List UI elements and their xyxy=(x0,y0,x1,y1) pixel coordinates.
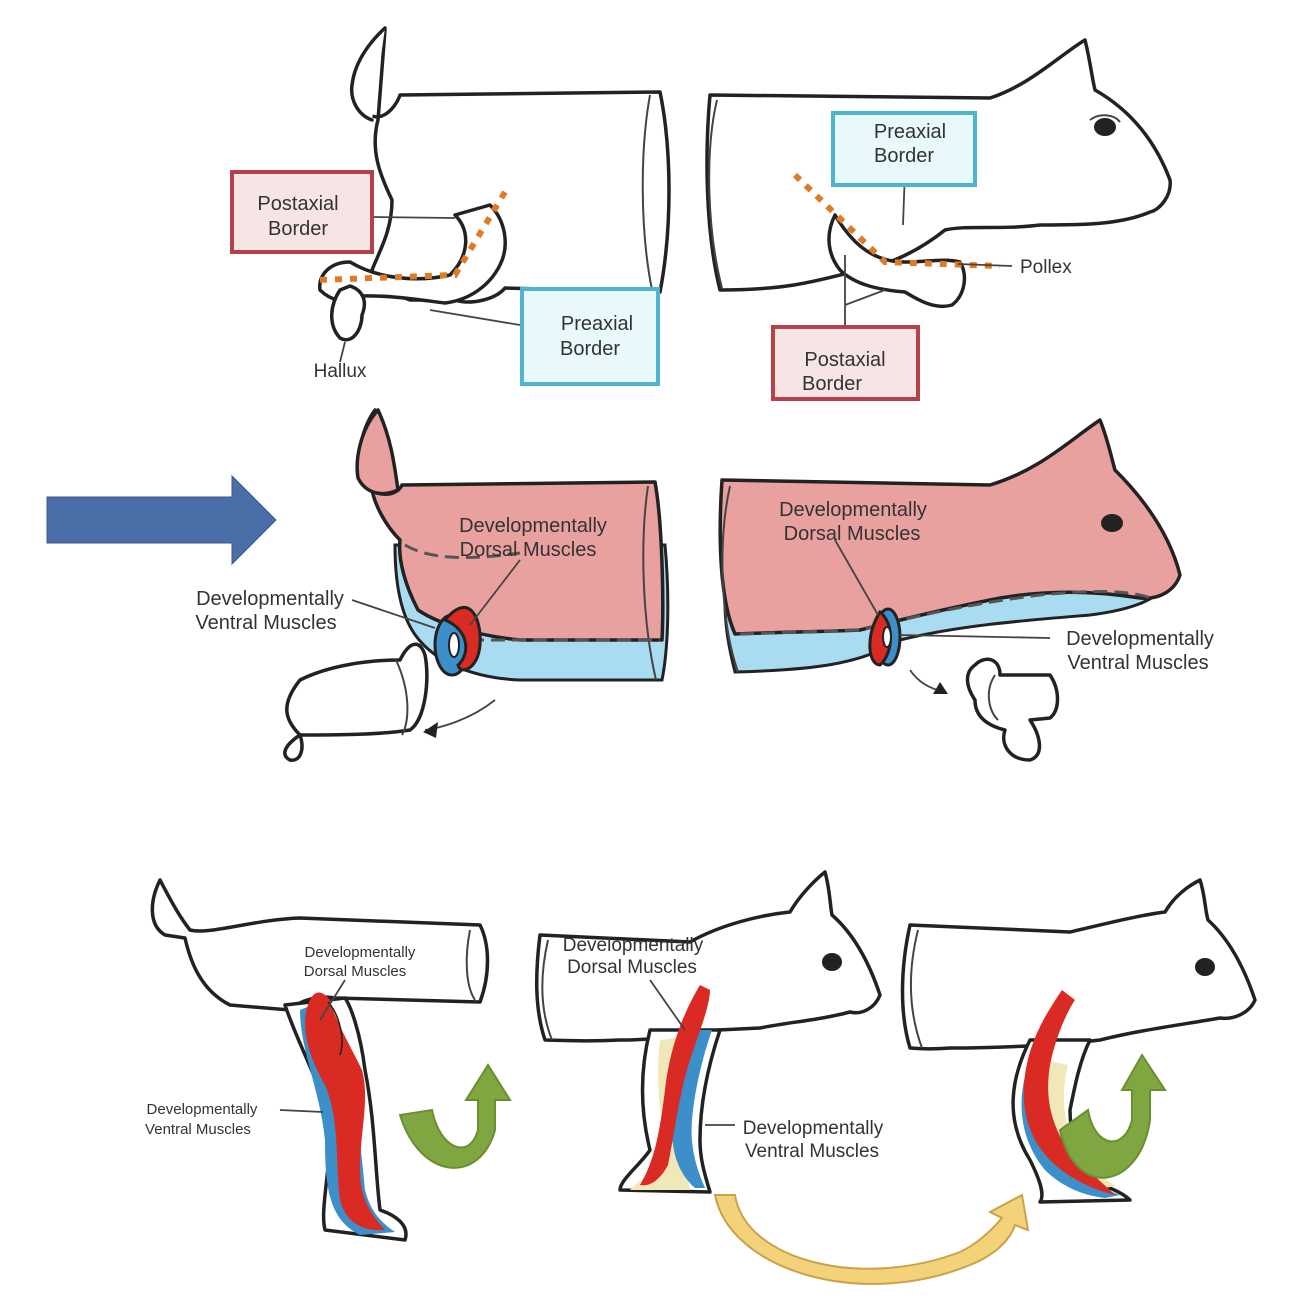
middle-hind-dorsal-label: Developmentally Dorsal Muscles xyxy=(459,515,607,561)
bottom-fore-a-eye-icon xyxy=(822,953,842,971)
fore-preaxial-label-line1: Preaxial xyxy=(874,121,946,143)
pollex-label: Pollex xyxy=(1020,257,1072,278)
bottom-fore-ventral-label: Developmentally Ventral Muscles xyxy=(743,1118,884,1162)
fore-postaxial-label-line1: Postaxial xyxy=(804,349,885,371)
bottom-fore-body-b xyxy=(900,878,1257,1204)
fore-postaxial-label-line2: Border xyxy=(802,373,862,395)
svg-text:Dorsal Muscles: Dorsal Muscles xyxy=(567,957,697,978)
middle-fore-eye-icon xyxy=(1101,514,1123,532)
svg-text:Ventral Muscles: Ventral Muscles xyxy=(745,1141,879,1162)
bottom-fore-body-a xyxy=(535,870,882,1194)
svg-text:Developmentally: Developmentally xyxy=(779,499,927,521)
svg-text:Developmentally: Developmentally xyxy=(305,944,416,961)
top-fore-eye-icon xyxy=(1094,118,1116,136)
transition-arrow-icon xyxy=(713,1193,1030,1285)
hind-postaxial-border-line xyxy=(317,190,508,283)
svg-text:Ventral Muscles: Ventral Muscles xyxy=(1067,652,1208,674)
bottom-hind-body xyxy=(150,878,512,1242)
bottom-fore-b-dorsal-muscle xyxy=(1023,990,1115,1195)
bottom-fore-dorsal-label: Developmentally Dorsal Muscles xyxy=(563,935,704,978)
fore-preaxial-box: Preaxial Border xyxy=(831,111,977,187)
svg-text:Ventral Muscles: Ventral Muscles xyxy=(195,612,336,634)
bottom-fore-b-eye-icon xyxy=(1195,958,1215,976)
fore-postaxial-box: Postaxial Border xyxy=(771,325,920,401)
top-hind-body xyxy=(317,26,671,363)
hallux-label: Hallux xyxy=(314,361,367,382)
bottom-hind-dorsal-muscle xyxy=(305,992,385,1231)
hind-postaxial-box: Postaxial Border xyxy=(230,170,374,254)
svg-text:Developmentally: Developmentally xyxy=(147,1101,258,1118)
fore-preaxial-label-line2: Border xyxy=(874,145,934,167)
bottom-hind-ventral-label: Developmentally Ventral Muscles xyxy=(145,1101,258,1138)
svg-text:Dorsal Muscles: Dorsal Muscles xyxy=(304,963,407,980)
middle-hind-ventral-label: Developmentally Ventral Muscles xyxy=(195,588,344,634)
svg-text:Developmentally: Developmentally xyxy=(459,515,607,537)
middle-fore-ventral-label: Developmentally Ventral Muscles xyxy=(1066,628,1214,674)
svg-text:Ventral Muscles: Ventral Muscles xyxy=(145,1121,251,1138)
middle-fore-dorsal-label: Developmentally Dorsal Muscles xyxy=(779,499,927,545)
hind-postaxial-label-line2: Border xyxy=(268,218,328,240)
middle-fore-body xyxy=(718,418,1182,762)
pointer-arrow-icon xyxy=(46,474,277,566)
middle-panel: Developmentally Dorsal Muscles Developme… xyxy=(46,408,1214,762)
svg-text:Dorsal Muscles: Dorsal Muscles xyxy=(460,539,597,561)
hind-postaxial-label-line1: Postaxial xyxy=(257,193,338,215)
hind-preaxial-label-line1: Preaxial xyxy=(561,313,633,335)
top-panel: Postaxial Border Preaxial Border Hallux … xyxy=(230,26,1172,401)
fore-rotation-arrow-icon xyxy=(1058,1053,1167,1179)
hind-rotation-arrow-icon xyxy=(398,1063,512,1169)
middle-hind-body xyxy=(283,408,670,762)
svg-text:Developmentally: Developmentally xyxy=(563,935,704,956)
svg-text:Developmentally: Developmentally xyxy=(196,588,344,610)
bottom-hind-dorsal-label: Developmentally Dorsal Muscles xyxy=(304,944,416,980)
hind-preaxial-box: Preaxial Border xyxy=(520,287,660,386)
hind-preaxial-label-line2: Border xyxy=(560,338,620,360)
svg-text:Developmentally: Developmentally xyxy=(743,1118,884,1139)
svg-text:Dorsal Muscles: Dorsal Muscles xyxy=(784,523,921,545)
svg-text:Developmentally: Developmentally xyxy=(1066,628,1214,650)
bottom-fore-b-middle-layer xyxy=(1043,1060,1115,1188)
bottom-panel: Developmentally Dorsal Muscles Developme… xyxy=(145,870,1257,1285)
bottom-fore-a-dorsal-muscle xyxy=(640,985,710,1186)
